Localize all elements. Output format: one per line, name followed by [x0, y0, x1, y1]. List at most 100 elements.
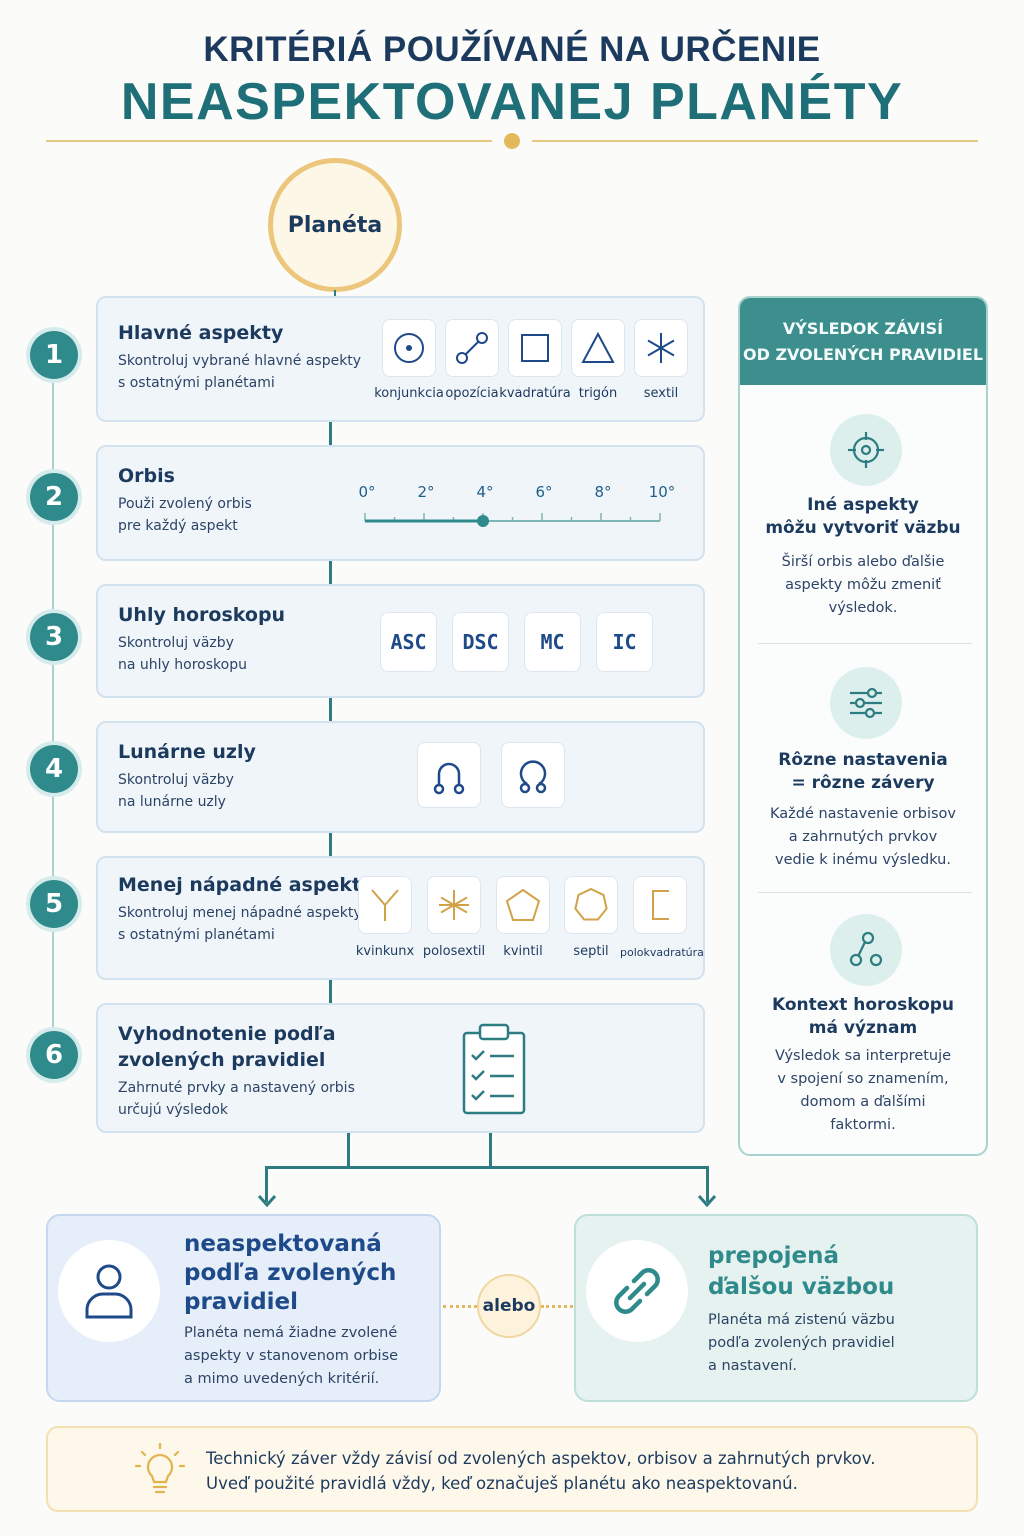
opposition-tile — [445, 319, 499, 377]
trine-tile — [571, 319, 625, 377]
outcome-text: a mimo uvedených kritérií. — [184, 1371, 380, 1387]
panel-divider — [758, 892, 972, 893]
sextile-tile — [634, 319, 688, 377]
orb-scale-label: 0° — [358, 483, 376, 501]
angle-mc: MC — [524, 612, 581, 672]
panel-section-title: Kontext horoskopu — [771, 995, 955, 1015]
outcome-text: Planéta má zistenú väzbu — [708, 1312, 895, 1328]
branch-line — [489, 1133, 492, 1168]
septile-icon — [574, 887, 608, 921]
orb-scale-label: 2° — [417, 483, 435, 501]
orb-slider[interactable] — [360, 507, 666, 531]
panel-section-text: Širší orbis alebo ďalšie — [781, 554, 945, 570]
header-rule-right — [532, 140, 978, 142]
semisextile-tile — [427, 876, 481, 934]
step-desc-line-1: Skontroluj väzby — [118, 772, 234, 788]
panel-header: VÝSLEDOK ZÁVISÍ OD ZVOLENÝCH PRAVIDIEL — [740, 298, 986, 385]
step-desc-line-2: s ostatnými planétami — [118, 927, 275, 943]
step-number-1: 1 — [30, 331, 78, 379]
step-desc-line-2: na lunárne uzly — [118, 794, 226, 810]
target-icon — [830, 414, 902, 486]
panel-header-line-2: OD ZVOLENÝCH PRAVIDIEL — [742, 344, 984, 364]
arrow-down-icon — [697, 1195, 717, 1208]
panel-divider — [758, 643, 972, 644]
orb-slider-knob[interactable] — [477, 515, 489, 527]
panel-section-text: faktormi. — [830, 1117, 896, 1133]
step-desc-line-1: Skontroluj menej nápadné aspekty — [118, 905, 362, 921]
outcome-text: a nastavení. — [708, 1358, 798, 1374]
note-box: Technický záver vždy závisí od zvolených… — [46, 1426, 978, 1512]
or-connector — [443, 1305, 477, 1308]
step-title: Lunárne uzly — [118, 741, 256, 763]
step-number-5: 5 — [30, 880, 78, 928]
step-title: Hlavné aspekty — [118, 322, 284, 344]
step-card-orb: Orbis Použi zvolený orbis pre každý aspe… — [96, 445, 705, 561]
results-panel: VÝSLEDOK ZÁVISÍ OD ZVOLENÝCH PRAVIDIEL I… — [738, 296, 988, 1156]
panel-section-text: Výsledok sa interpretuje — [774, 1048, 952, 1064]
square-icon — [521, 334, 549, 362]
aspect-label: polokvadratúra — [620, 946, 704, 959]
quintile-icon — [505, 888, 541, 921]
outcome-title: neaspektovaná — [184, 1231, 382, 1257]
aspect-label: opozícia — [445, 386, 499, 401]
branch-line — [347, 1133, 350, 1168]
north-node-tile — [501, 742, 565, 808]
link-icon — [586, 1240, 688, 1342]
aspect-label: sextil — [643, 386, 679, 401]
step-title: Uhly horoskopu — [118, 604, 286, 626]
step-card-lunar-nodes: Lunárne uzly Skontroluj väzby na lunárne… — [96, 721, 705, 833]
outcome-text: aspekty v stanovenom orbise — [184, 1348, 399, 1364]
step-title-line-1: Vyhodnotenie podľa — [118, 1023, 336, 1045]
conjunction-tile — [382, 319, 436, 377]
step-desc-line-2: na uhly horoskopu — [118, 657, 247, 673]
or-connector — [541, 1305, 573, 1308]
planet-circle: Planéta — [268, 158, 402, 292]
or-label: alebo — [482, 1296, 536, 1316]
outcome-title: ďalšou väzbou — [708, 1274, 895, 1300]
panel-section-text: domom a ďalšími — [800, 1094, 926, 1110]
arrow-down-icon — [257, 1195, 277, 1208]
or-badge: alebo — [477, 1274, 541, 1338]
note-line-2: Uveď použité pravidlá vždy, keď označuje… — [206, 1474, 798, 1493]
step-connector — [329, 422, 332, 446]
panel-section-title: môžu vytvoriť väzbu — [765, 518, 961, 538]
note-line-1: Technický záver vždy závisí od zvolených… — [206, 1449, 876, 1468]
angle-ic: IC — [596, 612, 653, 672]
outcome-connected: prepojená ďalšou väzbou Planéta má ziste… — [574, 1214, 978, 1402]
aspect-label: kvinkunx — [355, 944, 415, 959]
header-rule-dot — [504, 133, 520, 149]
outcome-title: prepojená — [708, 1243, 840, 1269]
aspect-label: konjunkcia — [374, 386, 444, 401]
panel-section-text: aspekty môžu zmeniť — [785, 577, 941, 593]
step-desc-line-1: Skontroluj väzby — [118, 635, 234, 651]
panel-section-title: = rôzne závery — [791, 773, 935, 793]
step-connector — [329, 697, 332, 721]
quincunx-tile — [358, 876, 412, 934]
planet-label: Planéta — [287, 212, 383, 238]
step-number-6: 6 — [30, 1031, 78, 1079]
planet-connector — [334, 290, 336, 300]
panel-section-text: vedie k inému výsledku. — [775, 852, 951, 868]
south-node-icon — [433, 762, 465, 795]
outcome-title: pravidiel — [184, 1289, 299, 1315]
panel-header-line-1: VÝSLEDOK ZÁVISÍ — [782, 318, 944, 338]
step-desc-line-2: pre každý aspekt — [118, 518, 238, 534]
outcome-unaspected: neaspektovaná podľa zvolených pravidiel … — [46, 1214, 441, 1402]
aspect-label: polosextil — [422, 944, 486, 959]
step-title: Menej nápadné aspekty — [118, 874, 374, 896]
aspect-label: kvintil — [503, 944, 543, 959]
square-tile — [508, 319, 562, 377]
aspect-label: kvadratúra — [499, 386, 571, 401]
step-desc-line-2: určujú výsledok — [118, 1102, 229, 1118]
angle-asc: ASC — [380, 612, 437, 672]
semisquare-icon — [652, 890, 669, 920]
angle-dsc: DSC — [452, 612, 509, 672]
person-icon — [58, 1240, 160, 1342]
aspect-label: trigón — [578, 386, 618, 401]
quincunx-icon — [371, 889, 399, 921]
outcome-text: podľa zvolených pravidiel — [708, 1335, 895, 1351]
conjunction-icon — [394, 333, 424, 363]
north-node-icon — [519, 760, 547, 794]
checklist-icon — [462, 1023, 526, 1115]
connection-nodes-icon — [830, 914, 902, 986]
